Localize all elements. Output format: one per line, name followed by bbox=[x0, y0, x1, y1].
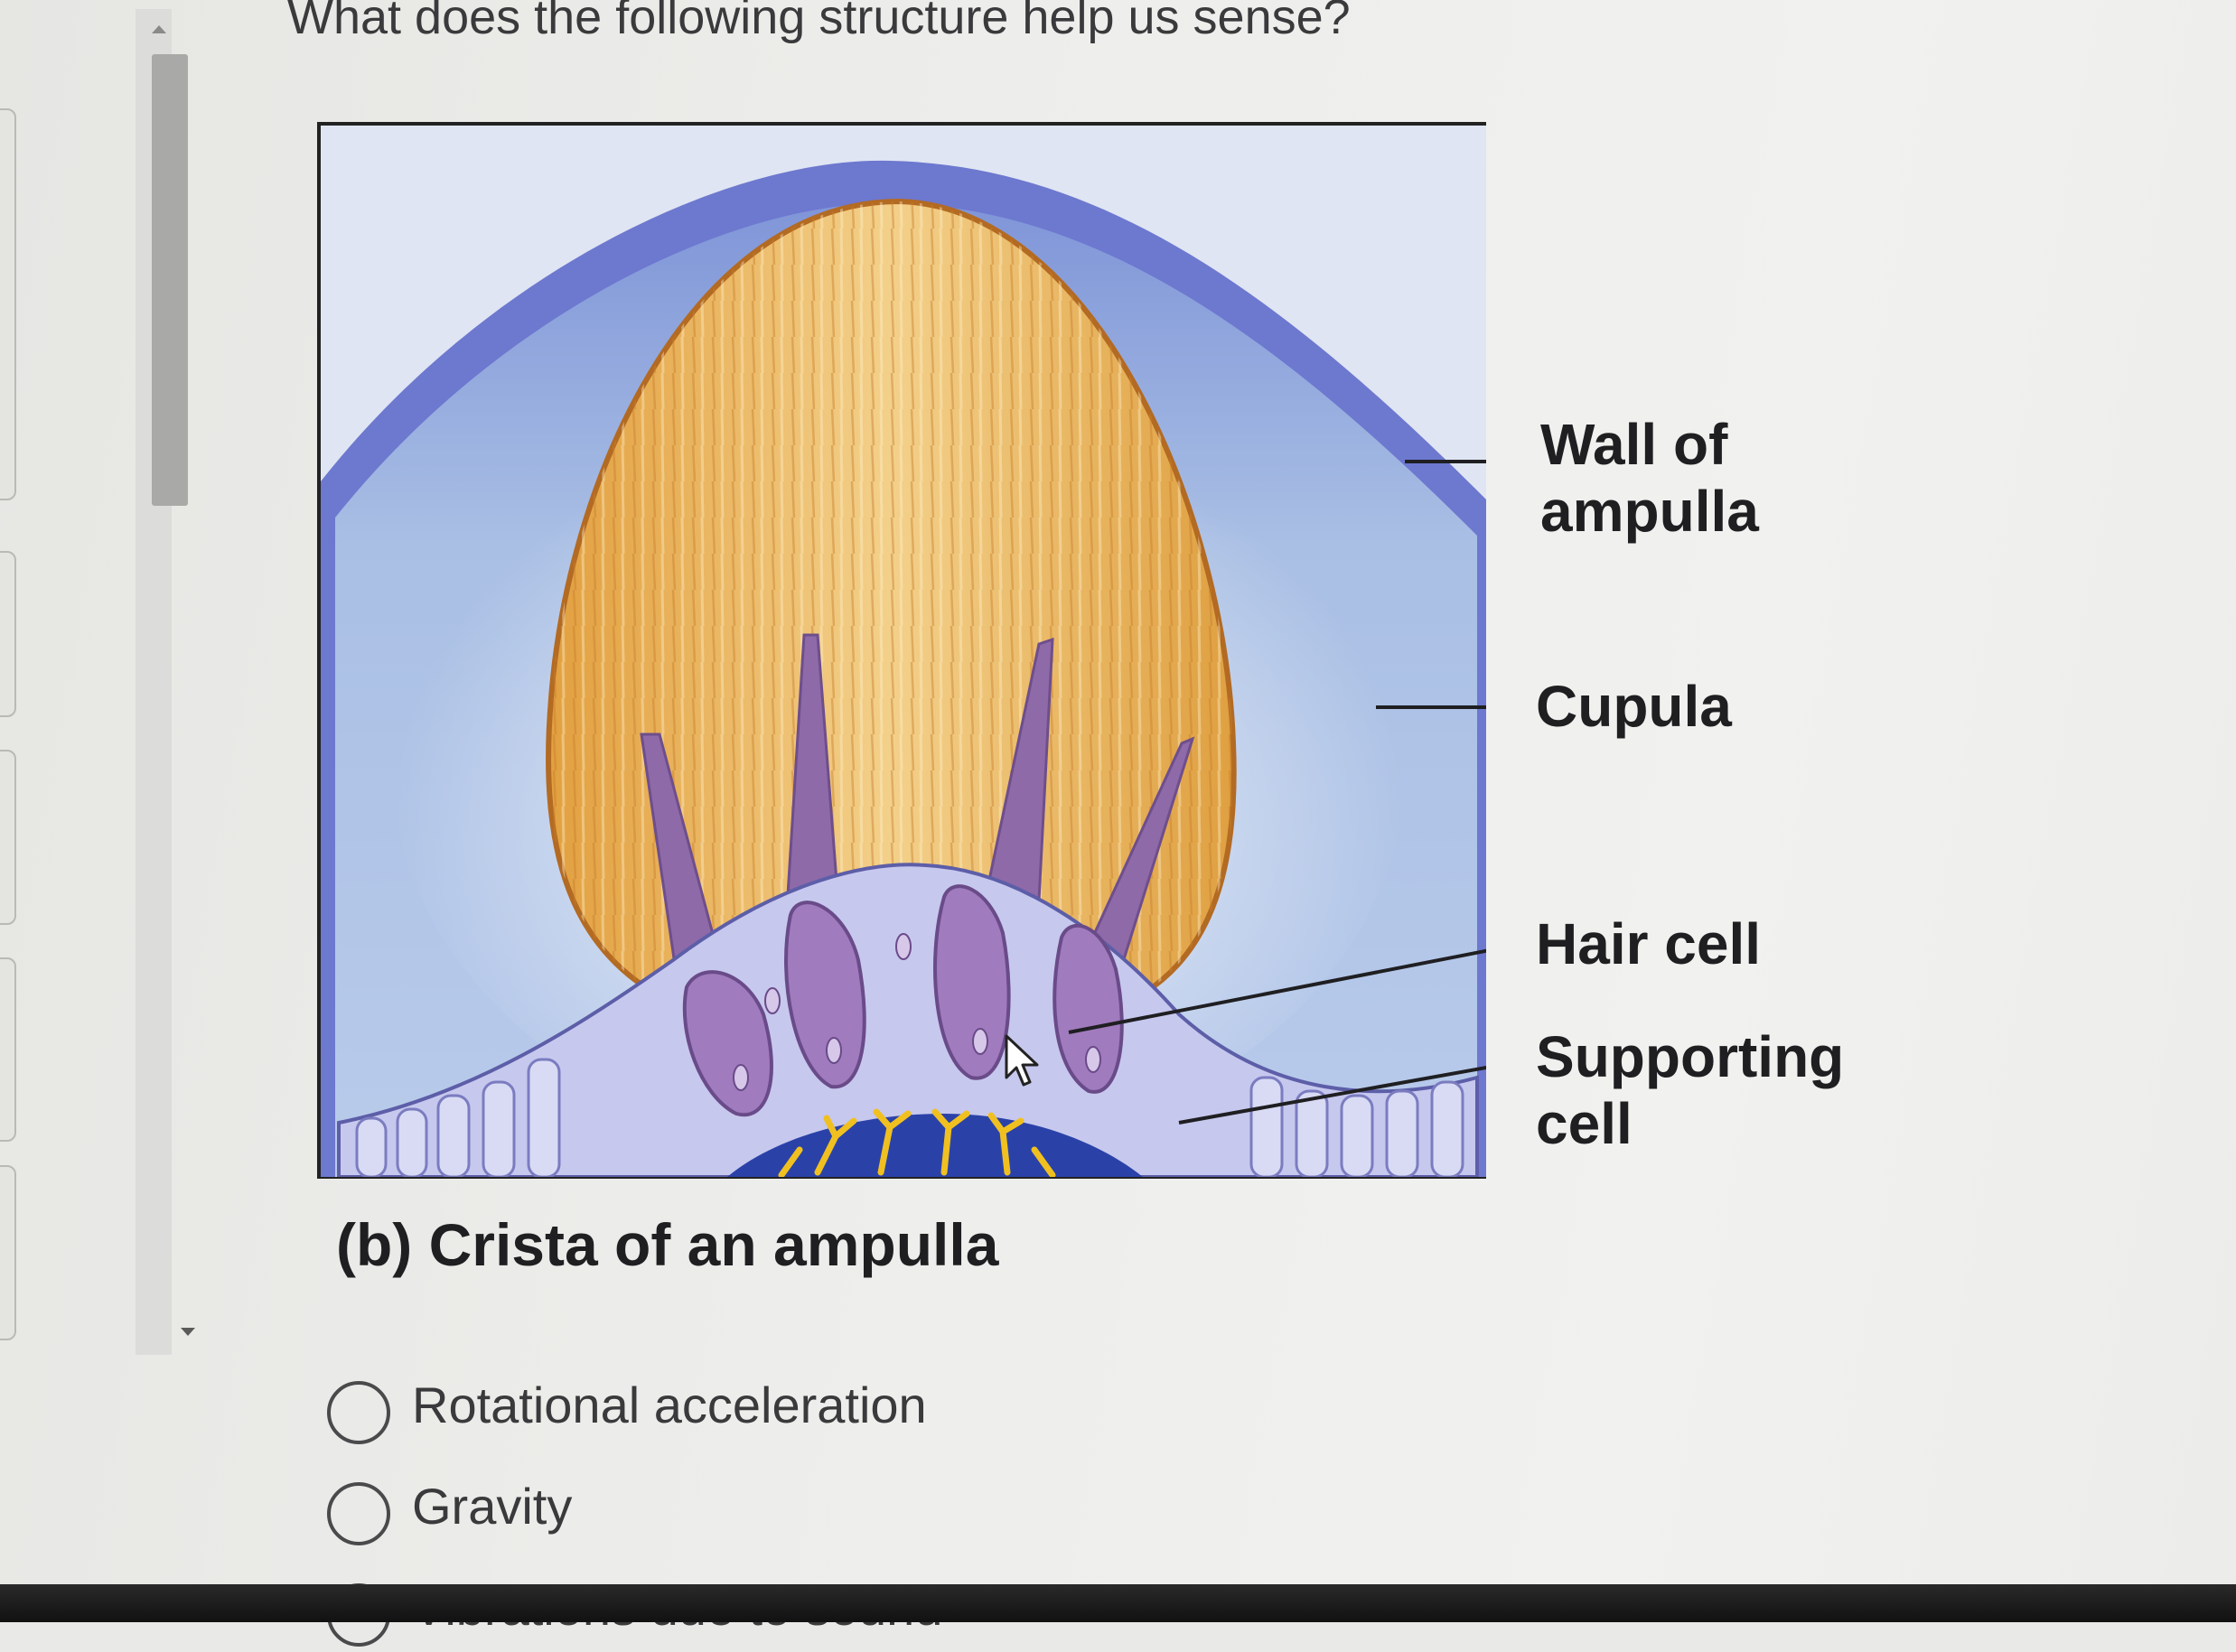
scroll-up-arrow-icon[interactable] bbox=[152, 25, 166, 33]
option-label: Rotational acceleration bbox=[412, 1377, 927, 1433]
radio-button[interactable] bbox=[327, 1381, 390, 1444]
label-hair-cell: Hair cell bbox=[1536, 911, 1762, 976]
radio-button[interactable] bbox=[327, 1482, 390, 1545]
label-cupula: Cupula bbox=[1536, 674, 1732, 739]
hair-cells bbox=[682, 884, 1124, 1117]
crista-ampulla-figure: Wall of ampulla bbox=[312, 120, 1759, 1186]
scroll-down-arrow-icon[interactable] bbox=[181, 1328, 195, 1336]
left-panel-tabs bbox=[0, 0, 18, 1355]
left-tab[interactable] bbox=[0, 1165, 16, 1340]
crista-illustration bbox=[317, 122, 1486, 1179]
left-tab[interactable] bbox=[0, 108, 16, 500]
figure-caption: (b) Crista of an ampulla bbox=[336, 1211, 999, 1278]
supporting-cells-layer bbox=[337, 863, 1479, 1177]
option-label: Gravity bbox=[412, 1478, 573, 1535]
mouse-pointer-icon bbox=[1005, 1034, 1041, 1093]
question-text: What does the following structure help u… bbox=[287, 0, 1351, 44]
left-tab[interactable] bbox=[0, 551, 16, 717]
label-supporting-cell: Supporting cell bbox=[1536, 1024, 1845, 1156]
leader-lines bbox=[1068, 460, 1486, 1125]
left-tab[interactable] bbox=[0, 750, 16, 925]
scrollbar-thumb[interactable] bbox=[152, 54, 188, 506]
left-tab[interactable] bbox=[0, 957, 16, 1142]
screen-bezel bbox=[0, 1584, 2236, 1622]
label-wall-of-ampulla: Wall of ampulla bbox=[1540, 412, 1759, 544]
